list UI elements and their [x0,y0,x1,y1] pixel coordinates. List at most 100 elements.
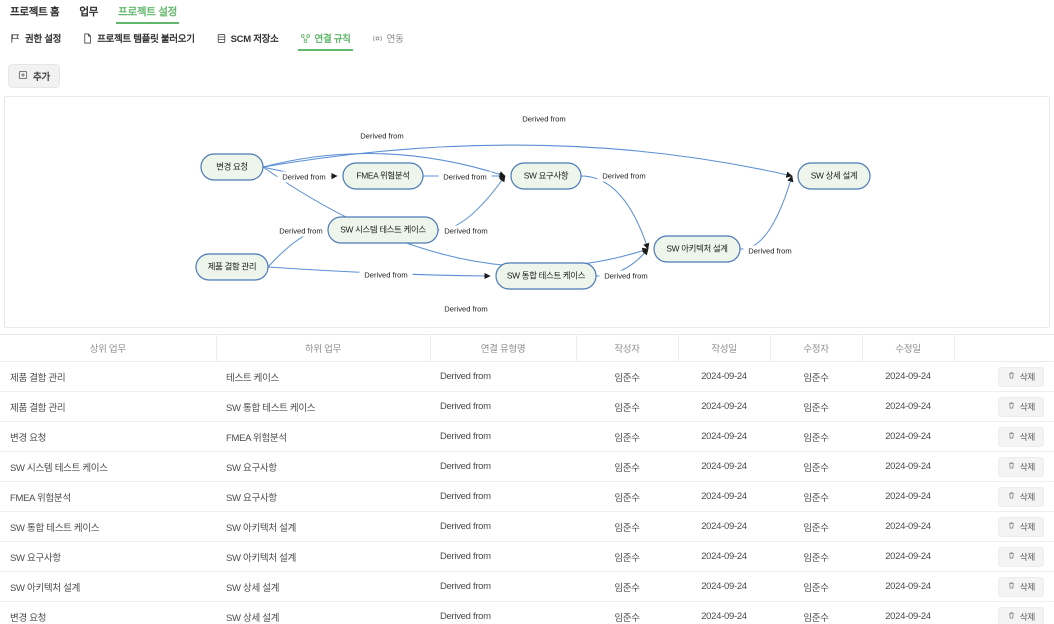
cell-link-type: Derived from [430,361,576,392]
cell-child-task: SW 상세 설계 [216,571,430,602]
cell-updated-date: 2024-09-24 [862,421,954,452]
col-header-updated-date[interactable]: 수정일 [862,334,955,362]
cell-child-task: FMEA 위험분석 [216,421,430,452]
delete-button-label: 삭제 [1019,551,1036,562]
delete-button[interactable]: 삭제 [997,516,1044,537]
edge-label: Derived from [444,305,487,314]
diagram-edge[interactable] [262,152,506,178]
cell-updated-date: 2024-09-24 [862,601,954,624]
cell-updated-date: 2024-09-24 [862,541,954,572]
delete-button[interactable]: 삭제 [997,366,1044,387]
cell-parent-task: SW 요구사항 [0,541,216,572]
edge-label-background [439,225,493,237]
cell-author: 임준수 [576,571,678,602]
diagram-node[interactable]: 변경 요청 [200,153,264,181]
nav-item-project-settings[interactable]: 프로젝트 설정 [116,2,179,24]
col-header-created-date[interactable]: 작성일 [678,334,771,362]
file-import-icon [82,33,93,44]
edge-label: Derived from [364,271,407,280]
diagram-node[interactable]: SW 통합 테스트 케이스 [495,262,597,290]
diagram-node[interactable]: 제품 결함 관리 [195,253,269,281]
edge-label-background [274,225,328,237]
edge-label: Derived from [360,132,403,141]
delete-button[interactable]: 삭제 [997,606,1044,624]
delete-button[interactable]: 삭제 [997,486,1044,507]
edge-label: Derived from [522,115,565,124]
cell-updated-date: 2024-09-24 [862,451,954,482]
cell-editor: 임준수 [770,601,862,624]
subnav-label: 연동 [386,34,404,45]
col-header-editor[interactable]: 수정자 [770,334,863,362]
nav-item-tasks[interactable]: 업무 [79,6,99,18]
trash-icon [1007,401,1016,412]
col-header-child-task[interactable]: 하위 업무 [216,334,431,362]
cell-created-date: 2024-09-24 [678,511,770,542]
cell-author: 임준수 [576,481,678,512]
edge-label: Derived from [604,272,647,281]
diagram-edge[interactable] [262,144,793,178]
cell-editor: 임준수 [770,511,862,542]
diagram-edge[interactable] [580,175,650,250]
subnav-item-import-project-template[interactable]: 프로젝트 템플릿 불러오기 [80,30,197,51]
cell-editor: 임준수 [770,391,862,422]
delete-button-label: 삭제 [1019,401,1036,412]
plus-box-icon [18,70,28,83]
delete-button[interactable]: 삭제 [997,426,1044,447]
subnav-item-scm-repository[interactable]: SCM 저장소 [214,30,281,51]
cell-updated-date: 2024-09-24 [862,361,954,392]
col-header-parent-task[interactable]: 상위 업무 [0,334,217,362]
diagram-node[interactable]: SW 요구사항 [510,162,582,190]
diagram-edge[interactable] [262,166,649,268]
diagram-edge[interactable] [739,175,794,250]
delete-button[interactable]: 삭제 [997,546,1044,567]
subnav-item-integration[interactable]: 연동 [370,30,406,51]
cell-parent-task: 변경 요청 [0,421,216,452]
edge-label: Derived from [602,172,645,181]
col-header-link-type[interactable]: 연결 유형명 [430,334,577,362]
subnav-item-link-rules[interactable]: 연결 규칙 [297,30,353,51]
col-header-author[interactable]: 작성자 [576,334,679,362]
delete-button-label: 삭제 [1019,521,1036,532]
cell-created-date: 2024-09-24 [678,601,770,624]
cell-author: 임준수 [576,421,678,452]
nav-item-project-home[interactable]: 프로젝트 홈 [10,6,60,18]
subnav-label: 연결 규칙 [314,34,351,45]
delete-button[interactable]: 삭제 [997,456,1044,477]
diagram-edge[interactable] [437,175,506,231]
delete-button[interactable]: 삭제 [997,576,1044,597]
cell-parent-task: SW 통합 테스트 케이스 [0,511,216,542]
cell-updated-date: 2024-09-24 [862,511,954,542]
edge-label: Derived from [748,247,791,256]
cell-actions: 삭제 [954,421,1054,452]
cell-author: 임준수 [576,451,678,482]
diagram-node[interactable]: SW 시스템 테스트 케이스 [327,216,439,244]
cell-editor: 임준수 [770,571,862,602]
diagram-node[interactable]: FMEA 위험분석 [342,162,424,190]
diagram-node[interactable]: SW 상세 설계 [797,162,871,190]
node-label: 변경 요청 [216,162,248,172]
cell-parent-task: 제품 결함 관리 [0,391,216,422]
delete-button[interactable]: 삭제 [997,396,1044,417]
node-label: SW 요구사항 [524,171,569,181]
diagram-node[interactable]: SW 아키텍처 설계 [653,235,741,263]
cell-created-date: 2024-09-24 [678,361,770,392]
subnav-item-permission-settings[interactable]: 권한 설정 [8,30,63,51]
add-button[interactable]: 추가 [8,64,60,88]
edge-label-background [599,270,653,282]
cell-created-date: 2024-09-24 [678,391,770,422]
trash-icon [1007,461,1016,472]
subnav-label: 프로젝트 템플릿 불러오기 [97,34,195,45]
cell-child-task: 테스트 케이스 [216,361,430,392]
cell-actions: 삭제 [954,451,1054,482]
cell-updated-date: 2024-09-24 [862,481,954,512]
